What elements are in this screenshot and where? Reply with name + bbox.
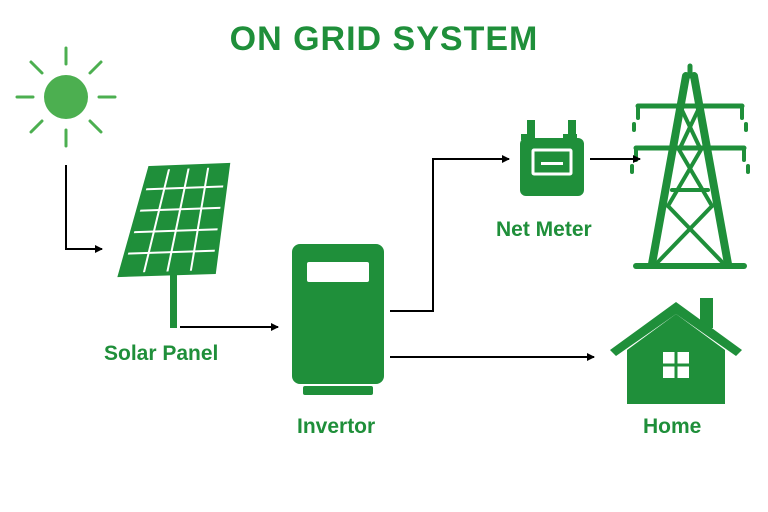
house-icon: [610, 298, 742, 404]
net-meter-label: Net Meter: [496, 218, 592, 241]
home-label: Home: [643, 415, 702, 438]
sun-icon: [15, 46, 117, 148]
solar-panel-icon: [117, 162, 231, 328]
inverter-icon: [292, 244, 384, 395]
transmission-tower-icon: [630, 63, 750, 269]
meter-icon: [520, 120, 584, 196]
solar-panel-label: Solar Panel: [104, 342, 219, 365]
diagram-title: ON GRID SYSTEM: [229, 20, 539, 58]
inverter-label: Invertor: [297, 415, 376, 438]
arrow-inverter-to-meter: [390, 155, 510, 312]
arrow-sun-to-panel: [65, 165, 103, 253]
